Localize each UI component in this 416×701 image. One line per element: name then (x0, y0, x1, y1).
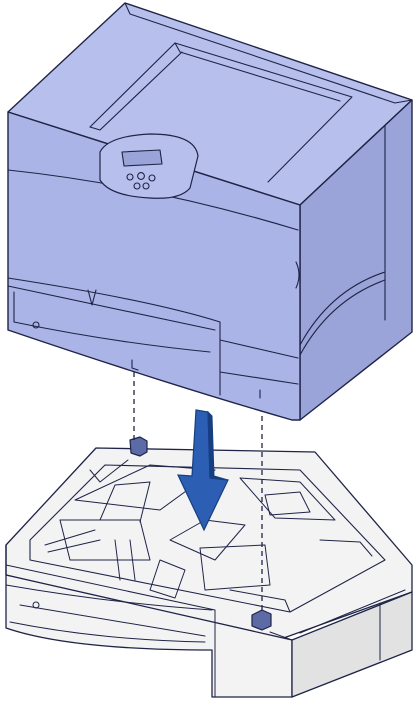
control-panel-bezel (100, 134, 198, 198)
tray-left-pin (130, 437, 147, 456)
printer (8, 3, 412, 420)
control-panel (100, 134, 198, 198)
control-panel-display (122, 150, 162, 166)
tray-right-pin (252, 610, 271, 630)
